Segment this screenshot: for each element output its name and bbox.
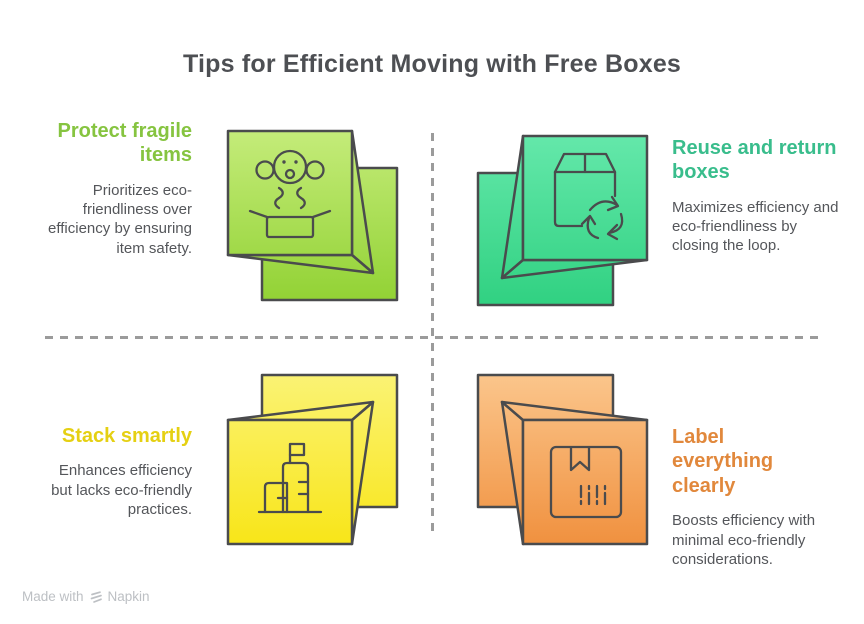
quadrant-protect-fragile-items: Protect fragile items Prioritizes eco-fr… (40, 119, 192, 258)
page-title: Tips for Efficient Moving with Free Boxe… (182, 50, 682, 78)
quadrant-heading: Reuse and return boxes (672, 137, 837, 184)
quadrant-stack-smartly: Stack smartly Enhances efficiency but la… (40, 424, 192, 519)
watermark-prefix: Made with (22, 589, 84, 604)
quadrant-heading: Stack smartly (61, 425, 192, 447)
illustration-reuse-return-boxes (476, 134, 649, 307)
illustration-protect-fragile-items (226, 129, 399, 302)
napkin-logo-icon (90, 590, 102, 603)
horizontal-divider-dashed (45, 336, 818, 339)
watermark: Made with Napkin (22, 589, 150, 604)
jack-in-the-box-icon (248, 149, 332, 239)
quadrant-reuse-return-boxes: Reuse and return boxes Maximizes efficie… (672, 136, 840, 256)
stacked-boxes-flag-icon (257, 442, 323, 514)
box-recycle-icon (553, 152, 624, 241)
quadrant-description: Enhances efficiency but lacks eco-friend… (51, 462, 192, 519)
labeled-box-icon (549, 445, 623, 519)
illustration-label-everything-clearly (476, 373, 649, 546)
orange-3d-box (476, 373, 649, 546)
quadrant-description: Boosts efficiency with minimal eco-frien… (672, 512, 816, 568)
green-3d-box (226, 129, 399, 302)
illustration-stack-smartly (226, 373, 399, 546)
quadrant-label-everything-clearly: Label everything clearly Boosts efficien… (672, 425, 820, 569)
quadrant-description: Prioritizes eco-friendliness over effici… (48, 181, 192, 257)
quadrant-description: Maximizes efficiency and eco-friendlines… (672, 198, 839, 255)
quadrant-heading: Label everything clearly (672, 426, 774, 497)
vertical-divider-dashed (431, 133, 434, 533)
yellow-3d-box (226, 373, 399, 546)
quadrant-heading: Protect fragile items (57, 120, 192, 167)
watermark-brand: Napkin (107, 589, 150, 604)
